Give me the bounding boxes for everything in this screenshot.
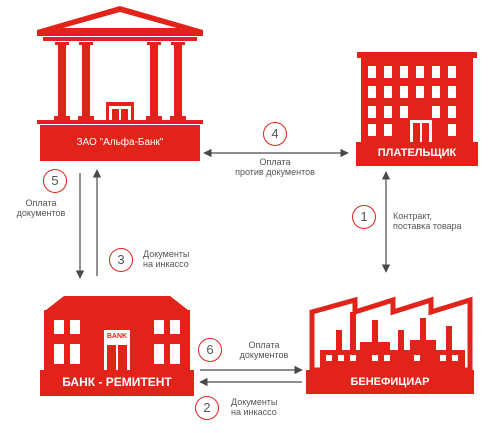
step-2-badge: 2 [195,396,219,420]
step-1-label: Контракт,поставка товара [393,211,462,231]
step-4-badge: 4 [263,122,287,146]
payer-label: ПЛАТЕЛЬЩИК [377,147,457,159]
step-5-badge: 5 [43,169,67,193]
payer-building-icon [356,52,478,166]
beneficiary-label: БЕНЕФИЦИАР [350,376,430,388]
step-1-badge: 1 [352,205,376,229]
step-6-badge: 6 [198,338,222,362]
step-3-badge: 3 [109,248,133,272]
alfa-bank-label: ЗАО "Альфа-Банк" [76,137,164,148]
remitting-bank-label: БАНК - РЕМИТЕНТ [62,375,172,389]
beneficiary-factory-icon [306,296,474,394]
remitting-bank-sign: BANK [104,332,130,342]
